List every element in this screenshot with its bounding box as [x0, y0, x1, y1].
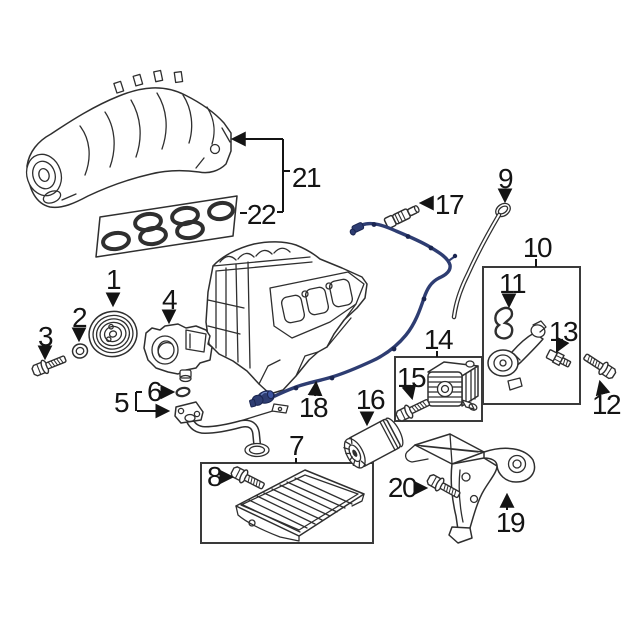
part-8-oil-pan-bolt — [228, 463, 268, 494]
part-14-oil-cooler-box — [393, 356, 483, 425]
part-11-adapter-gasket — [494, 306, 514, 340]
part-1-crankshaft-pulley — [88, 310, 138, 358]
engine-block — [205, 241, 368, 395]
callout-4: 4 — [162, 284, 177, 315]
callout-leaders — [37, 131, 611, 510]
callout-6: 6 — [147, 376, 162, 407]
callout-9: 9 — [498, 163, 513, 194]
callout-20: 20 — [388, 472, 417, 503]
callout-5: 5 — [114, 387, 129, 418]
part-12-adapter-bolt — [580, 349, 619, 382]
harness-end-connector-top — [349, 222, 365, 236]
part-2-crankshaft-seal — [71, 343, 89, 359]
part-5-oil-pickup-tube — [174, 401, 289, 458]
part-7-oil-pan — [235, 469, 365, 542]
callout-17: 17 — [435, 189, 464, 220]
callout-13: 13 — [549, 316, 578, 347]
callout-7: 7 — [289, 430, 304, 461]
part-4-oil-pump — [143, 323, 213, 383]
callout-8: 8 — [207, 461, 222, 492]
callout-22: 22 — [247, 199, 276, 230]
callout-19: 19 — [496, 507, 525, 538]
callout-11: 11 — [499, 268, 526, 299]
part-22-intake-manifold-gaskets — [95, 195, 238, 258]
oil-filter-adapter — [487, 320, 547, 391]
part-19-support-bracket — [405, 433, 536, 544]
part-21-intake-manifold — [25, 69, 232, 209]
callout-10: 10 — [523, 232, 552, 263]
callout-15: 15 — [397, 362, 426, 393]
callout-12: 12 — [592, 389, 621, 420]
callout-16: 16 — [356, 384, 385, 415]
part-15-oil-cooler-bolt — [393, 395, 433, 425]
part-10-adapter-box — [482, 266, 581, 405]
part-3-pulley-bolt — [29, 351, 69, 379]
callout-1: 1 — [106, 264, 121, 295]
callout-18: 18 — [299, 392, 328, 423]
part-16-oil-filter — [343, 417, 404, 469]
callout-3: 3 — [38, 321, 53, 352]
part-13-oil-pressure-sensor — [545, 349, 572, 368]
callout-14: 14 — [424, 324, 453, 355]
harness-end-connector-bottom — [249, 390, 275, 408]
callout-2: 2 — [72, 302, 87, 333]
callout-labels: 1 2 3 4 5 6 7 8 9 10 11 12 13 14 15 16 1… — [38, 162, 623, 538]
part-7-oil-pan-box — [200, 462, 374, 544]
part-17-position-sensor — [383, 205, 420, 229]
part-6-o-ring — [175, 386, 191, 398]
part-9-oil-dipstick — [451, 202, 511, 320]
part-18-wiring-harness — [249, 221, 458, 408]
callout-21: 21 — [292, 162, 321, 193]
oil-cooler — [427, 360, 479, 411]
